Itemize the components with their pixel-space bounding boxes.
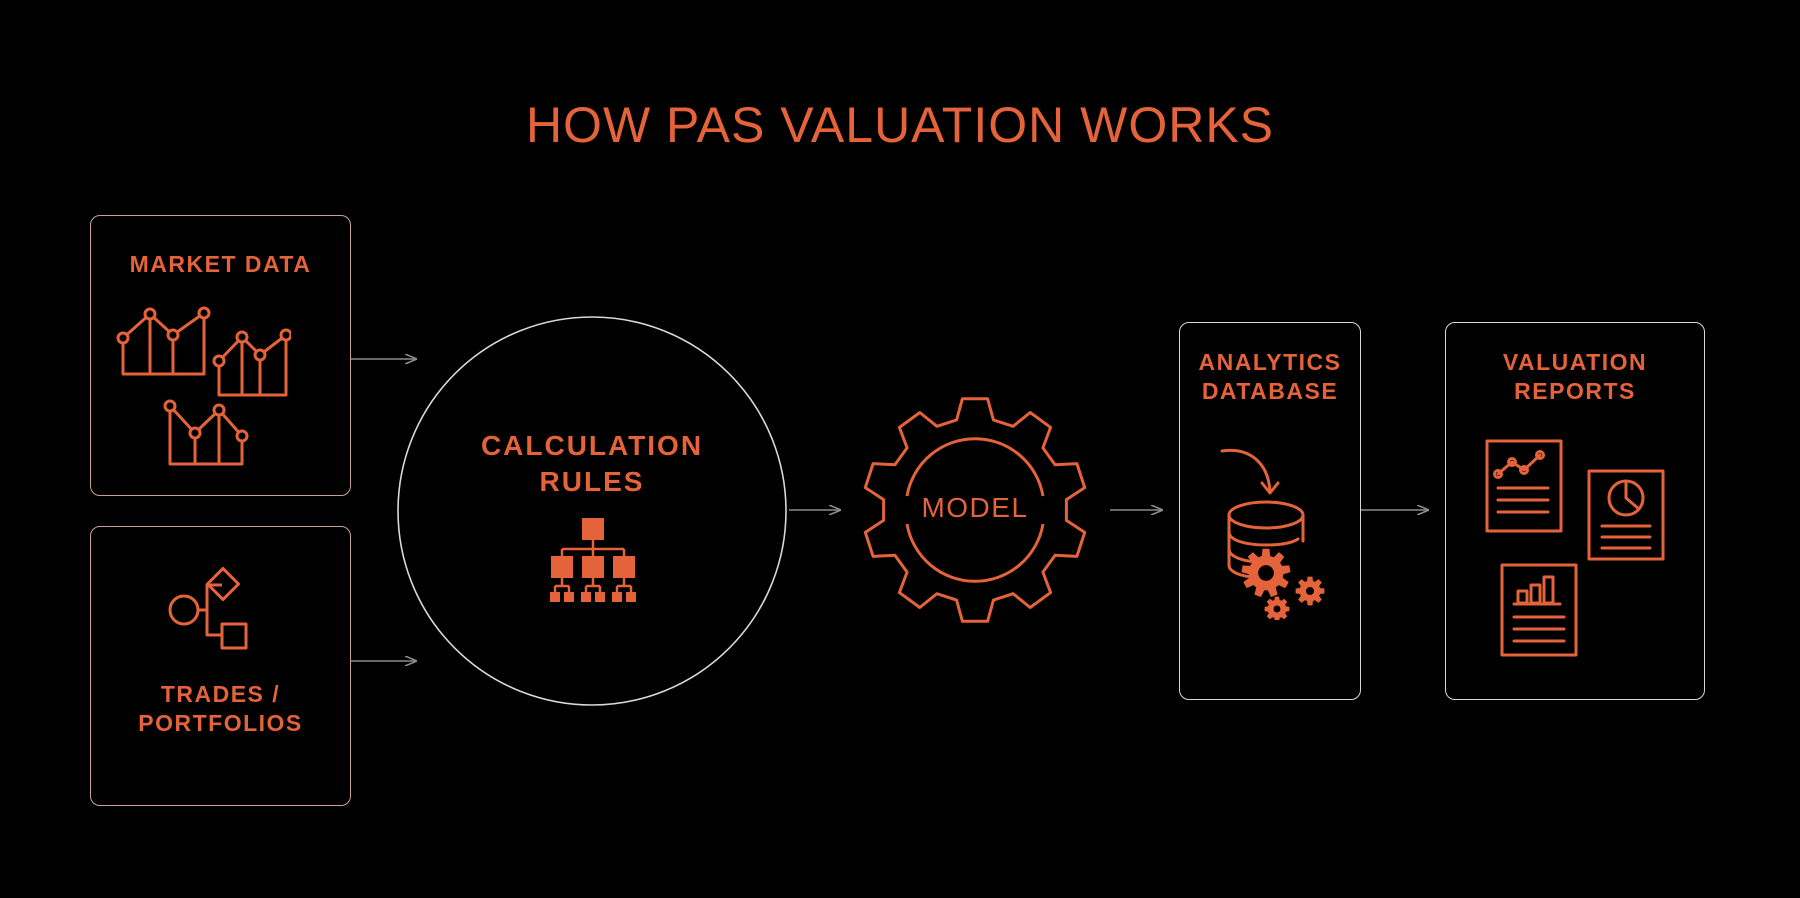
trades-portfolios-box: TRADES / PORTFOLIOS (90, 526, 351, 806)
diagram-title: HOW PAS VALUATION WORKS (525, 97, 1275, 153)
model-label: MODEL (921, 492, 1029, 523)
gear-inner-arc-top (905, 437, 1045, 497)
report-documents-icon (1485, 439, 1665, 657)
hierarchy-icon (550, 518, 636, 602)
market-data-label: MARKET DATA (129, 251, 312, 277)
reports-label-line2: REPORTS (1514, 378, 1636, 404)
database-gears-icon (1220, 448, 1325, 620)
calculation-rules-node: CALCULATION RULES (432, 420, 752, 620)
line-chart-icons (116, 306, 291, 466)
analytics-database-box: ANALYTICS DATABASE (1179, 322, 1361, 700)
analytics-label-line2: DATABASE (1201, 378, 1339, 404)
calculation-label-line1: CALCULATION (480, 430, 704, 461)
portfolio-shapes-icon (168, 566, 248, 650)
reports-label-line1: VALUATION (1502, 349, 1648, 375)
valuation-reports-box: VALUATION REPORTS (1445, 322, 1705, 700)
analytics-label-line1: ANALYTICS (1198, 349, 1342, 375)
trades-label-line1: TRADES / (160, 681, 281, 707)
market-data-box: MARKET DATA (90, 215, 351, 496)
trades-label-line2: PORTFOLIOS (138, 710, 303, 736)
calculation-label-line2: RULES (539, 466, 645, 497)
db-gear-right-hub (1303, 584, 1317, 598)
gear-inner-arc-bottom (905, 523, 1045, 583)
calculation-rules-circle (397, 316, 787, 706)
gear-outline (863, 397, 1087, 623)
db-gear-large-hub (1255, 562, 1277, 584)
db-gear-small-hub (1270, 602, 1284, 616)
gear-icon (863, 397, 1087, 623)
